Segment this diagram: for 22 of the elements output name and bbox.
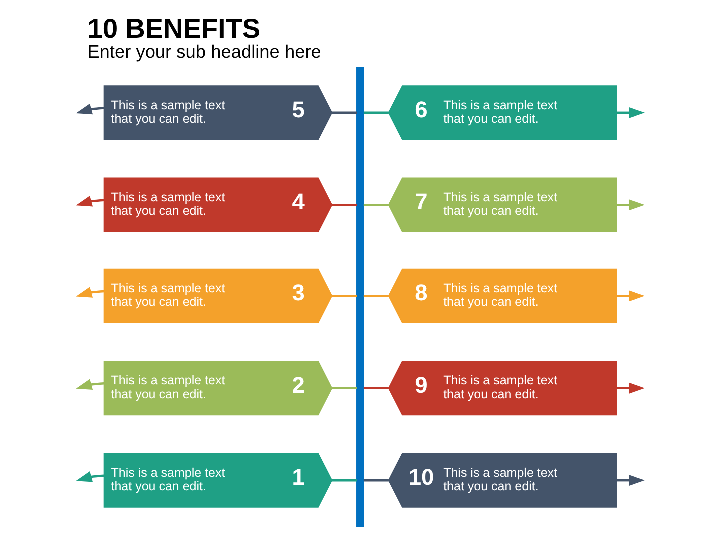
arrow — [616, 107, 644, 119]
connector — [363, 479, 388, 482]
connector — [332, 204, 357, 206]
connector — [363, 387, 388, 390]
connector — [332, 387, 357, 390]
arrow — [616, 382, 644, 394]
arrow — [616, 290, 644, 302]
connector — [363, 295, 388, 298]
diagram-title: 10 BENEFITS — [87, 13, 260, 44]
connector — [332, 295, 357, 298]
arrow — [76, 287, 104, 298]
connector — [332, 112, 357, 114]
caption: Enter your sub headline here — [87, 42, 321, 62]
arrow — [76, 379, 104, 390]
arrow — [76, 471, 104, 482]
connector — [332, 479, 357, 482]
arrow — [616, 200, 644, 211]
connector — [363, 204, 388, 206]
connector — [363, 112, 388, 114]
arrow — [76, 104, 104, 115]
arrow — [76, 196, 104, 207]
arrow — [616, 474, 644, 486]
